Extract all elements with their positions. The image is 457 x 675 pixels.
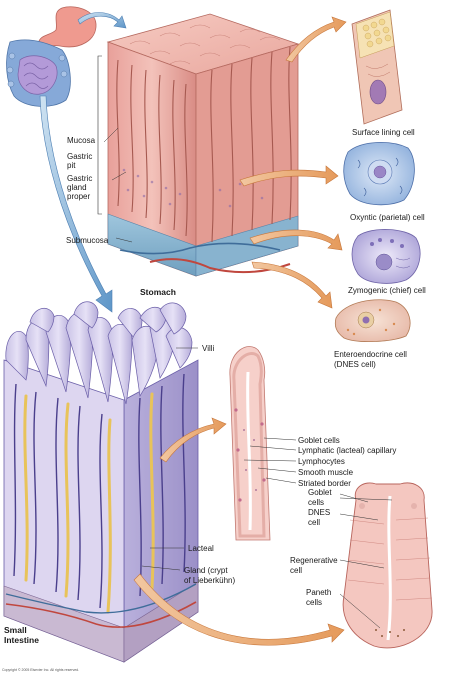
- arrow-to-crypt: [133, 573, 345, 646]
- label-intestine: Intestine: [4, 635, 39, 645]
- mucosa-bracket: [97, 55, 102, 215]
- submucosa-leader: [115, 237, 133, 243]
- label-crypt-dnes-line2: cell: [308, 518, 321, 527]
- label-dnes-cell: (DNES cell): [334, 360, 376, 369]
- label-paneth-line2: cells: [306, 598, 323, 607]
- label-surface-lining-cell: Surface lining cell: [352, 128, 415, 137]
- label-goblet-cells: Goblet cells: [298, 436, 340, 445]
- gland-leader: [141, 565, 181, 571]
- copyright-notice: Copyright © 2005 Elsevier Inc. All right…: [2, 668, 80, 672]
- label-zymogenic-cell: Zymogenic (chief) cell: [348, 286, 426, 295]
- label-regenerative-line1: Regenerative: [290, 556, 338, 565]
- crypt-leaders: [339, 493, 393, 629]
- label-smooth-muscle: Smooth muscle: [298, 468, 354, 477]
- label-crypt-goblet-line1: Goblet: [308, 488, 332, 497]
- arrow-to-villus: [159, 417, 227, 463]
- arrow-to-stomach: [77, 12, 127, 29]
- label-regenerative-line2: cell: [290, 566, 303, 575]
- gastric-pit-leader: [103, 127, 119, 143]
- stomach-cell-arrows: [239, 16, 347, 309]
- zymogenic-cell: [351, 229, 421, 284]
- digestive-tract-thumbnail: [6, 6, 97, 107]
- label-oxyntic-cell: Oxyntic (parietal) cell: [350, 213, 425, 222]
- label-stomach-title: Stomach: [140, 287, 176, 297]
- arrow-to-intestine: [39, 95, 113, 313]
- label-villi: Villi: [202, 344, 215, 353]
- oxyntic-cell: [343, 142, 415, 206]
- label-gastric-gland: Gastric gland proper: [67, 174, 93, 201]
- villus-leaders: [243, 437, 297, 484]
- gastric-gland-leader: [111, 171, 127, 181]
- label-paneth-line1: Paneth: [306, 588, 332, 597]
- crypt-detail: [342, 482, 433, 649]
- label-submucosa: Submucosa: [66, 236, 109, 245]
- label-crypt-dnes-line1: DNES: [308, 508, 331, 517]
- label-enteroendocrine-cell: Enteroendocrine cell: [334, 350, 407, 359]
- label-lymphatic-capillary: Lymphatic (lacteal) capillary: [298, 446, 397, 455]
- villus-detail: [229, 346, 271, 541]
- stomach-block: [106, 13, 300, 277]
- label-gland-line2: of Lieberkühn): [184, 576, 236, 585]
- label-small: Small: [4, 625, 27, 635]
- label-gastric-pit: Gastric pit: [67, 152, 93, 170]
- label-crypt-goblet-line2: cells: [308, 498, 325, 507]
- label-mucosa: Mucosa: [67, 136, 96, 145]
- label-striated-border: Striated border: [298, 479, 351, 488]
- surface-lining-cell: [351, 9, 403, 125]
- label-lymphocytes: Lymphocytes: [298, 457, 345, 466]
- label-gland-line1: Gland (crypt: [184, 566, 228, 575]
- label-lacteal: Lacteal: [188, 544, 214, 553]
- enteroendocrine-cell: [334, 299, 411, 343]
